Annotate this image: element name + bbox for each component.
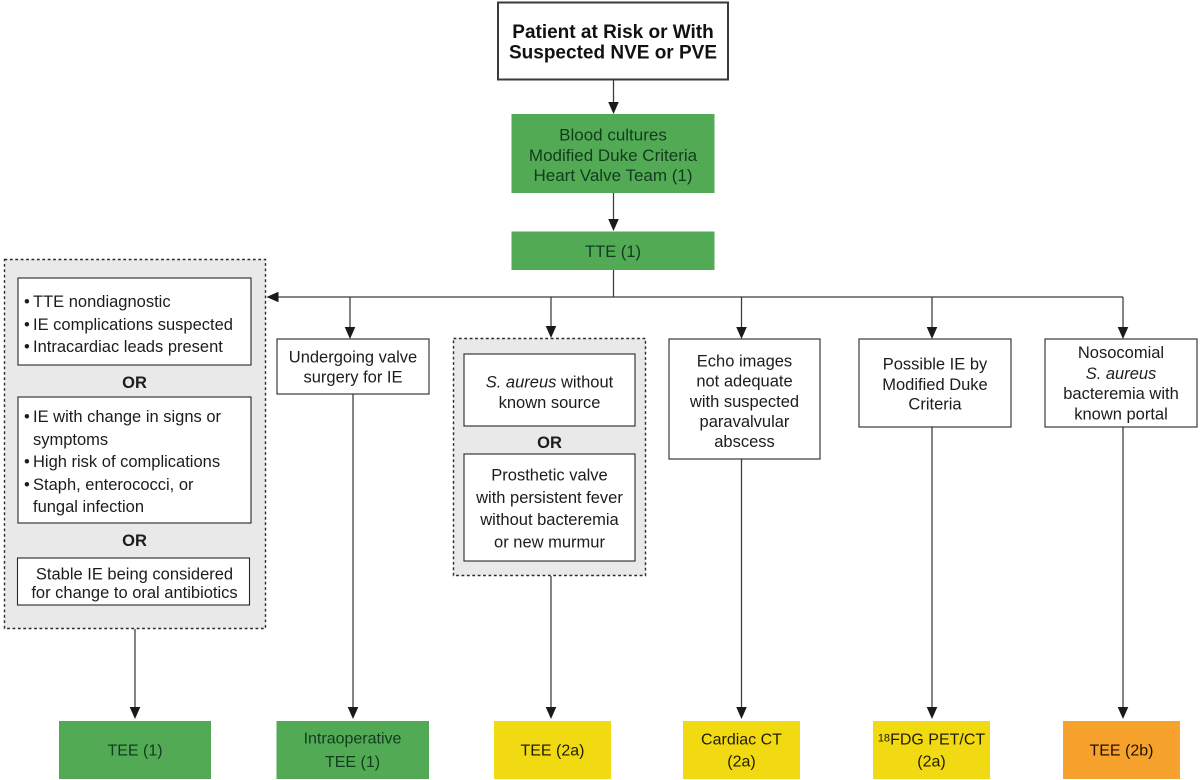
svg-text:Echo images: Echo images <box>697 353 792 371</box>
svg-text:abscess: abscess <box>714 433 775 451</box>
svg-text:without bacteremia: without bacteremia <box>479 511 619 529</box>
svg-text:not adequate: not adequate <box>696 373 792 391</box>
svg-text:fungal infection: fungal infection <box>33 498 144 516</box>
svg-text:TEE (1): TEE (1) <box>325 754 380 771</box>
svg-text:•: • <box>24 338 30 356</box>
svg-text:known portal: known portal <box>1074 406 1168 424</box>
svg-text:Criteria: Criteria <box>908 396 962 414</box>
svg-text:Possible IE by: Possible IE by <box>883 356 988 374</box>
svg-text:bacteremia with: bacteremia with <box>1063 385 1179 403</box>
svg-text:symptoms: symptoms <box>33 431 108 449</box>
svg-text:with persistent fever: with persistent fever <box>475 489 623 507</box>
svg-text:High risk of complications: High risk of complications <box>33 453 220 471</box>
svg-text:18FDG PET/CT: 18FDG PET/CT <box>878 732 986 749</box>
svg-text:Intraoperative: Intraoperative <box>304 731 402 748</box>
svg-text:OR: OR <box>122 374 147 392</box>
svg-text:TTE (1): TTE (1) <box>585 243 641 261</box>
svg-text:TTE nondiagnostic: TTE nondiagnostic <box>33 293 171 311</box>
svg-text:TEE (2a): TEE (2a) <box>520 743 584 760</box>
svg-text:Undergoing valve: Undergoing valve <box>289 348 417 366</box>
svg-text:•: • <box>24 453 30 471</box>
svg-text:Cardiac CT: Cardiac CT <box>701 732 782 749</box>
svg-text:or new murmur: or new murmur <box>494 534 605 552</box>
svg-text:Suspected NVE or PVE: Suspected NVE or PVE <box>509 43 717 64</box>
svg-text:Staph, enterococci, or: Staph, enterococci, or <box>33 476 194 494</box>
svg-text:paravalvular: paravalvular <box>700 413 790 431</box>
svg-text:•: • <box>24 408 30 426</box>
svg-text:•: • <box>24 476 30 494</box>
svg-text:Blood cultures: Blood cultures <box>559 126 667 145</box>
svg-text:(2a): (2a) <box>727 754 755 771</box>
svg-text:surgery for IE: surgery for IE <box>303 368 402 386</box>
svg-text:OR: OR <box>537 434 562 452</box>
svg-text:Heart Valve Team (1): Heart Valve Team (1) <box>533 166 692 185</box>
svg-text:TEE (2b): TEE (2b) <box>1089 743 1153 760</box>
svg-text:known source: known source <box>499 394 601 412</box>
svg-text:Stable IE being considered: Stable IE being considered <box>36 565 233 583</box>
svg-text:for change to oral antibiotics: for change to oral antibiotics <box>31 584 237 602</box>
svg-text:Modified Duke Criteria: Modified Duke Criteria <box>529 146 698 165</box>
svg-text:IE complications suspected: IE complications suspected <box>33 316 233 334</box>
svg-text:S. aureus: S. aureus <box>1086 365 1157 383</box>
svg-text:Modified Duke: Modified Duke <box>882 376 987 394</box>
svg-text:(2a): (2a) <box>917 754 945 771</box>
svg-text:•: • <box>24 293 30 311</box>
svg-text:IE with change in signs or: IE with change in signs or <box>33 408 222 426</box>
svg-text:Patient at Risk or With: Patient at Risk or With <box>512 22 713 43</box>
svg-text:Prosthetic valve: Prosthetic valve <box>491 467 607 485</box>
svg-text:Intracardiac leads present: Intracardiac leads present <box>33 338 223 356</box>
svg-text:Nosocomial: Nosocomial <box>1078 344 1164 362</box>
svg-text:S. aureus without: S. aureus without <box>486 373 614 391</box>
svg-text:TEE (1): TEE (1) <box>107 743 162 760</box>
svg-text:•: • <box>24 316 30 334</box>
svg-text:OR: OR <box>122 532 147 550</box>
svg-text:with suspected: with suspected <box>689 393 799 411</box>
